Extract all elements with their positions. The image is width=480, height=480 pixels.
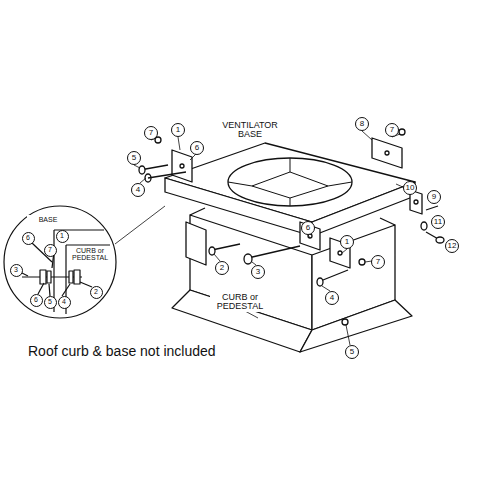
callout-number: 1 — [340, 235, 354, 249]
callout-number: 6 — [190, 141, 204, 155]
callout-number: 7 — [385, 123, 399, 137]
callout-number: 5 — [44, 296, 57, 309]
callout-number: 6 — [30, 294, 43, 307]
callout-number: 1 — [171, 123, 185, 137]
callout-number: 6 — [301, 221, 315, 235]
callout-number: 1 — [56, 230, 69, 243]
callout-number: 10 — [403, 181, 417, 195]
part-label: CURB or PEDESTAL — [210, 292, 270, 313]
callout-number: 12 — [445, 239, 459, 253]
part-label: CURB or PEDESTAL — [68, 246, 112, 263]
callout-number: 9 — [427, 190, 441, 204]
callout-number: 5 — [345, 345, 359, 359]
callout-number: 7 — [144, 126, 158, 140]
callout-number: 4 — [58, 296, 71, 309]
part-label: VENTILATOR BASE — [217, 120, 283, 141]
callout-number: 8 — [355, 117, 369, 131]
callout-number: 2 — [90, 286, 103, 299]
callout-number: 11 — [431, 215, 445, 229]
callout-number: 6 — [22, 232, 35, 245]
callout-number: 7 — [44, 244, 57, 257]
caption: Roof curb & base not included — [28, 343, 216, 359]
callout-number: 3 — [251, 265, 265, 279]
callout-number: 4 — [325, 291, 339, 305]
callout-number: 5 — [127, 151, 141, 165]
part-label: BASE — [27, 215, 69, 224]
callout-number: 4 — [131, 183, 145, 197]
callout-number: 7 — [371, 255, 385, 269]
callout-number: 2 — [215, 261, 229, 275]
callout-number: 3 — [10, 264, 23, 277]
